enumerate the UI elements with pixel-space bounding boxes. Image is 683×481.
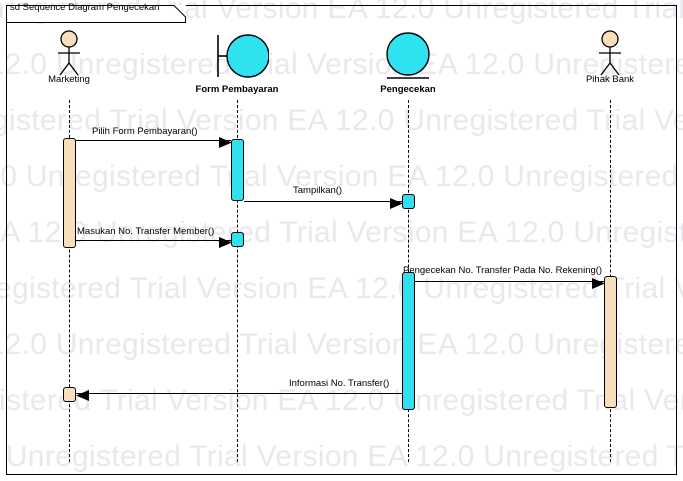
activation-bar-act-pengecekan-2 [402, 272, 415, 410]
message-label-msg-5: Informasi No. Transfer() [289, 378, 390, 389]
actor-icon-marketing [49, 30, 89, 83]
message-label-msg-4: Pengecekan No. Transfer Pada No. Rekenin… [403, 265, 603, 276]
message-label-msg-2: Tampilkan() [293, 185, 343, 196]
message-arrowhead-msg-5 [76, 388, 89, 406]
message-arrowhead-msg-2 [390, 196, 403, 214]
diagram-frame [6, 5, 677, 475]
message-arrowhead-msg-4 [592, 276, 605, 294]
activation-bar-act-form-2 [231, 232, 244, 247]
diagram-frame-tab [6, 5, 186, 23]
message-line-msg-3 [76, 240, 231, 241]
diagram-title: sd Sequence Diagram Pengecekan [10, 2, 160, 13]
lifeline-form-pembayaran [237, 100, 238, 462]
activation-bar-act-marketing-2 [63, 387, 76, 402]
lifeline-label-marketing: Marketing [48, 74, 90, 85]
message-arrowhead-msg-3 [219, 235, 232, 253]
message-arrowhead-msg-1 [219, 135, 232, 153]
entity-icon-pengecekan [382, 30, 434, 91]
activation-bar-act-form-1 [231, 139, 244, 201]
boundary-icon-form-pembayaran [205, 30, 270, 87]
message-line-msg-2 [244, 201, 402, 202]
activation-bar-act-pengecekan-1 [402, 194, 415, 209]
activation-bar-act-marketing-1 [63, 138, 76, 248]
lifeline-label-form-pembayaran: Form Pembayaran [195, 84, 279, 95]
lifeline-marketing [69, 100, 70, 462]
message-label-msg-1: Pilih Form Pembayaran() [92, 126, 198, 137]
actor-icon-pihak-bank [590, 30, 630, 83]
lifeline-label-pengecekan: Pengecekan [380, 84, 436, 95]
message-line-msg-5 [76, 393, 402, 394]
message-line-msg-1 [76, 140, 231, 141]
activation-bar-act-bank-1 [604, 276, 617, 408]
message-label-msg-3: Masukan No. Transfer Member() [77, 226, 215, 237]
lifeline-label-pihak-bank: Pihak Bank [585, 74, 635, 85]
message-line-msg-4 [415, 281, 604, 282]
